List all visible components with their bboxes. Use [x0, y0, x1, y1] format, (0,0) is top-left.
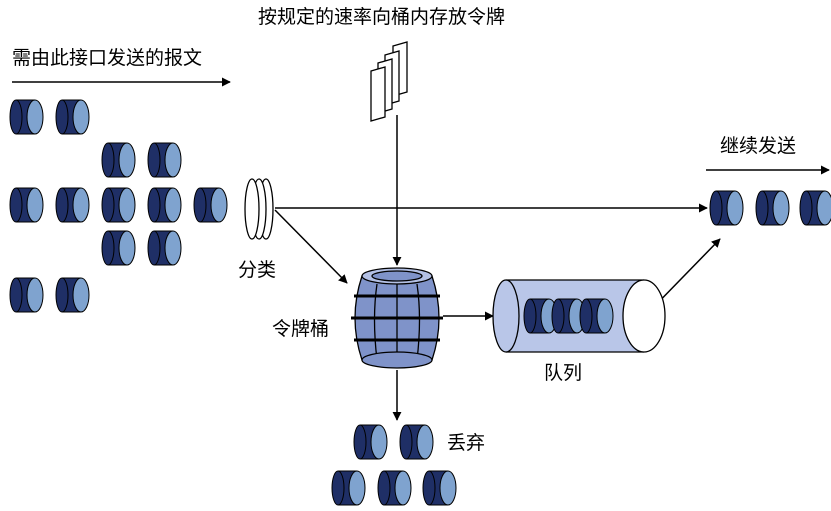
incoming-packets	[9, 99, 228, 313]
token-rate-label: 按规定的速率向桶内存放令牌	[258, 6, 505, 28]
token-bucket-label: 令牌桶	[272, 318, 329, 340]
output-packets	[709, 190, 831, 226]
token-stack-icon	[370, 41, 408, 122]
queue-cylinder-end	[622, 279, 666, 353]
continue-send-label: 继续发送	[720, 135, 796, 157]
token-bucket-icon	[351, 267, 443, 369]
incoming-label: 需由此接口发送的报文	[12, 47, 202, 69]
discard-label: 丢弃	[447, 432, 485, 454]
classify-to-bucket-arrow	[274, 209, 348, 284]
classifier-icon	[244, 178, 274, 240]
queued-packets	[523, 298, 614, 334]
classify-label: 分类	[238, 259, 276, 281]
queue-label: 队列	[544, 362, 582, 384]
discarded-packets	[331, 424, 457, 506]
